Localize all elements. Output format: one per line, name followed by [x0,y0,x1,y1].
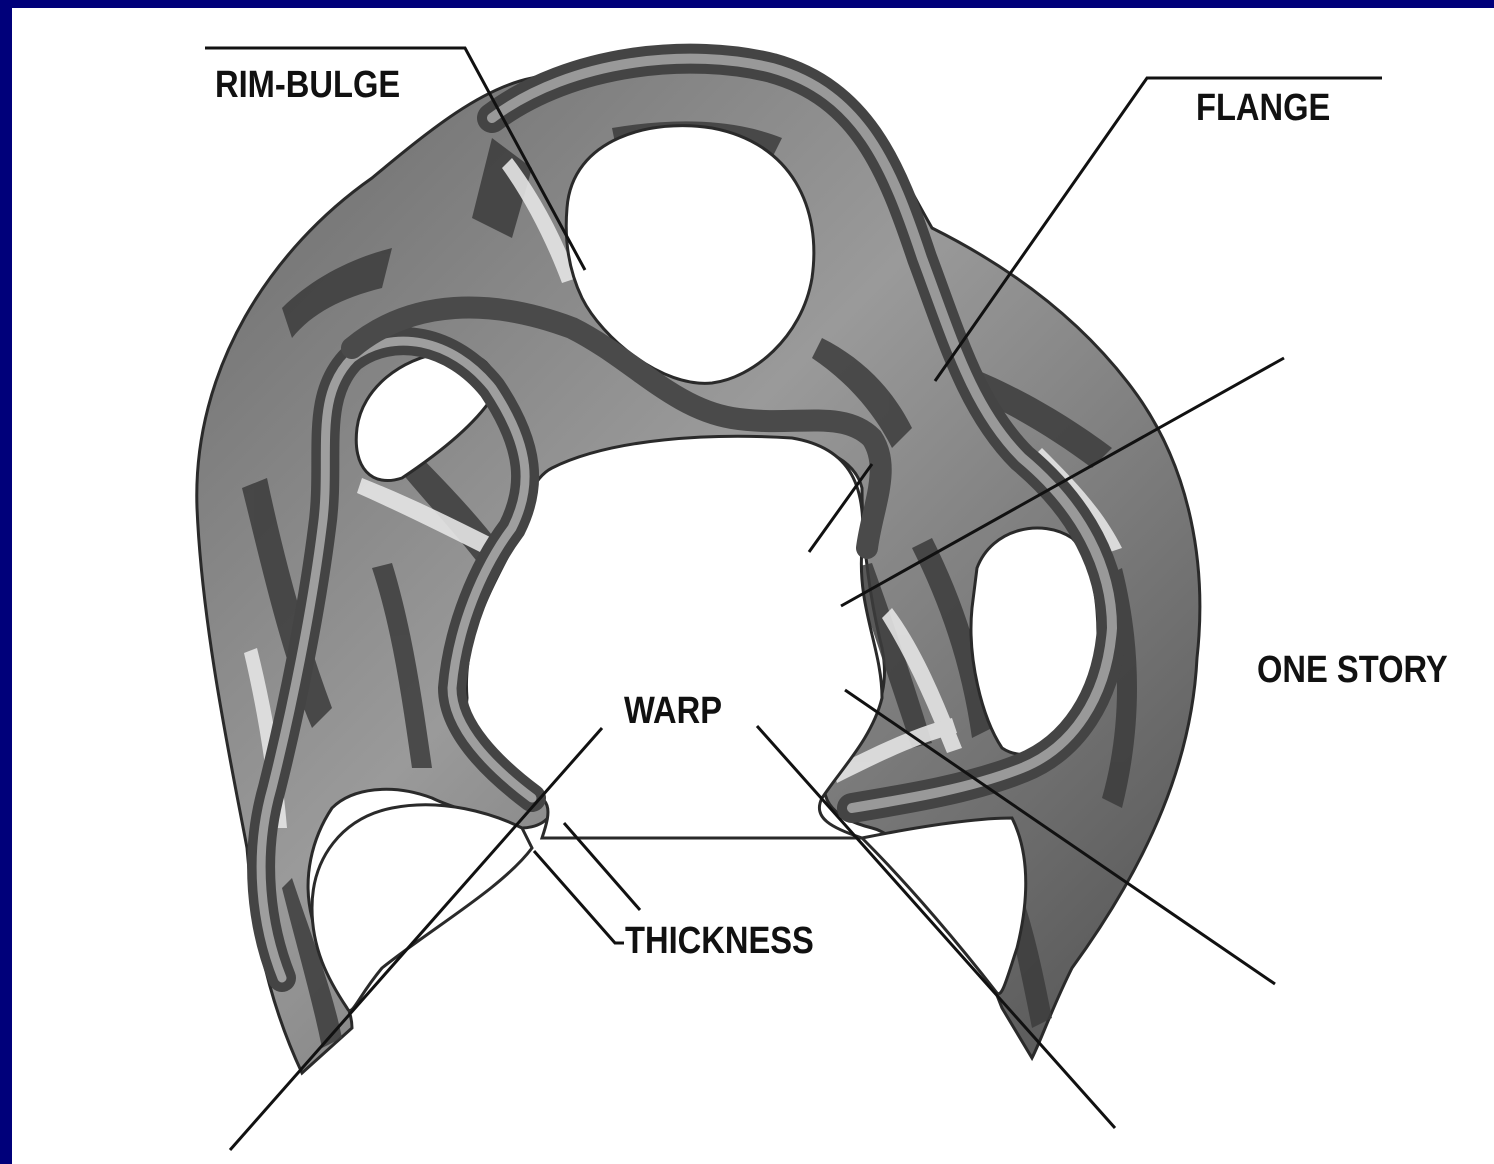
thickness-label: THICKNESS [625,920,814,963]
bottom-right-opening [862,818,1026,994]
flange-label: FLANGE [1196,87,1330,130]
shell-diagram [12,8,1494,1164]
thickness-leader-lower [534,851,624,943]
rim-bulge-label: RIM-BULGE [215,64,400,107]
bottom-left-opening [312,805,532,1011]
diagram-canvas: RIM-BULGE FLANGE ONE STORY WARP THICKNES… [12,8,1494,1164]
one-story-label: ONE STORY [1257,649,1448,692]
warp-label: WARP [624,690,722,733]
